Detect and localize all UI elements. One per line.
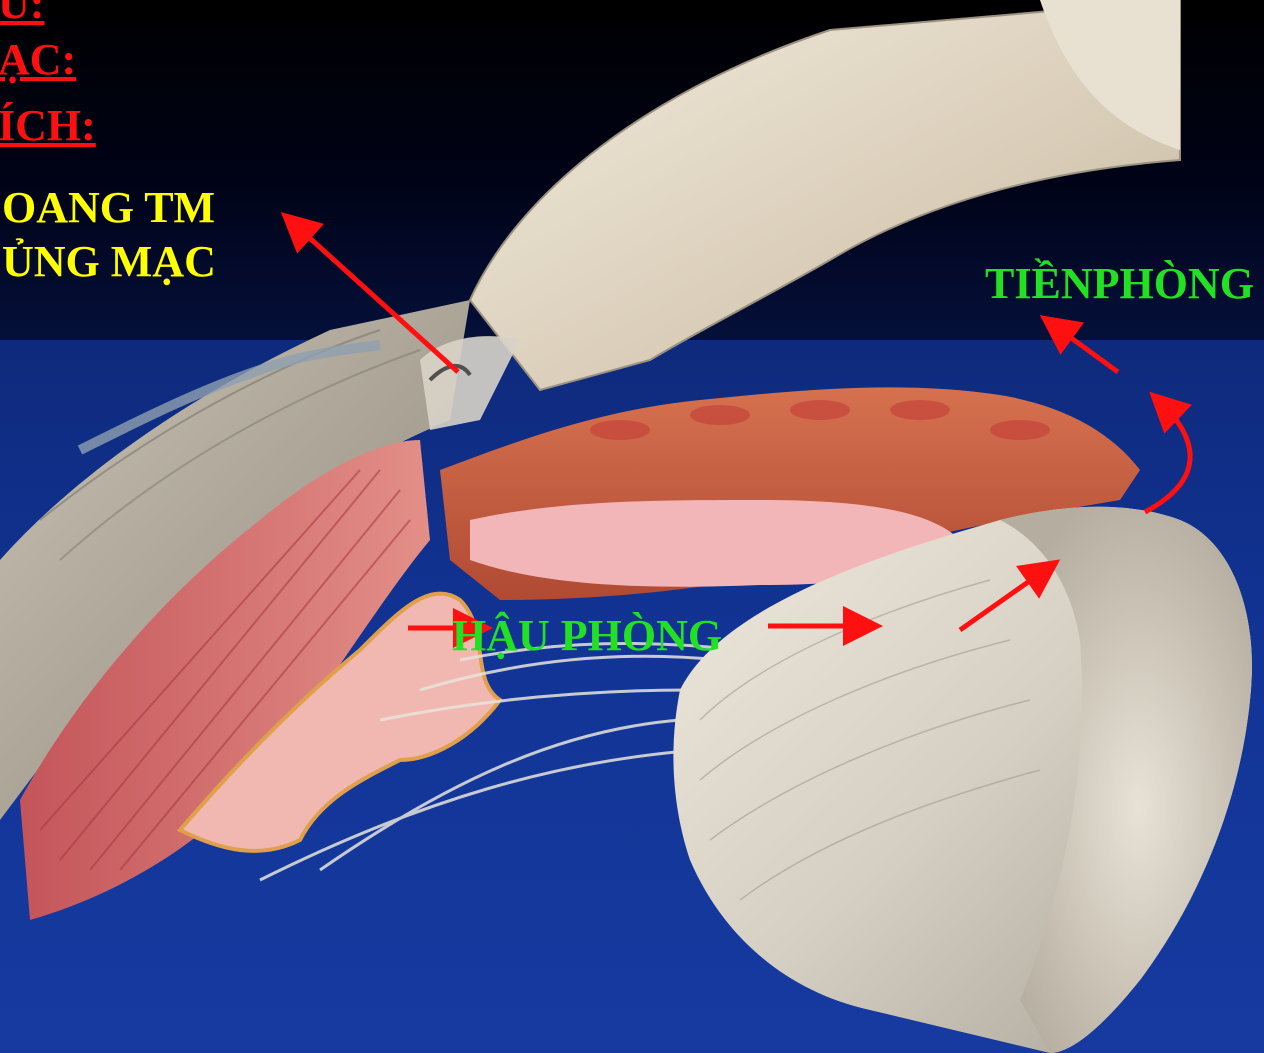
heading-line-3: ÍCH: [0, 104, 96, 148]
anterior-arrow [1052, 324, 1118, 372]
heading-line-2: ẠC: [0, 38, 76, 82]
schlemm-label-line-1: OANG TM [2, 186, 215, 230]
posterior-chamber-label: HẬU PHÒNG [452, 614, 722, 658]
schlemm-label-line-2: ỦNG MẠC [2, 240, 216, 284]
flow-arrow-curve [1145, 402, 1190, 512]
anterior-chamber-label: TIỀNPHÒNG [985, 262, 1254, 306]
heading-line-1: U: [0, 0, 44, 26]
